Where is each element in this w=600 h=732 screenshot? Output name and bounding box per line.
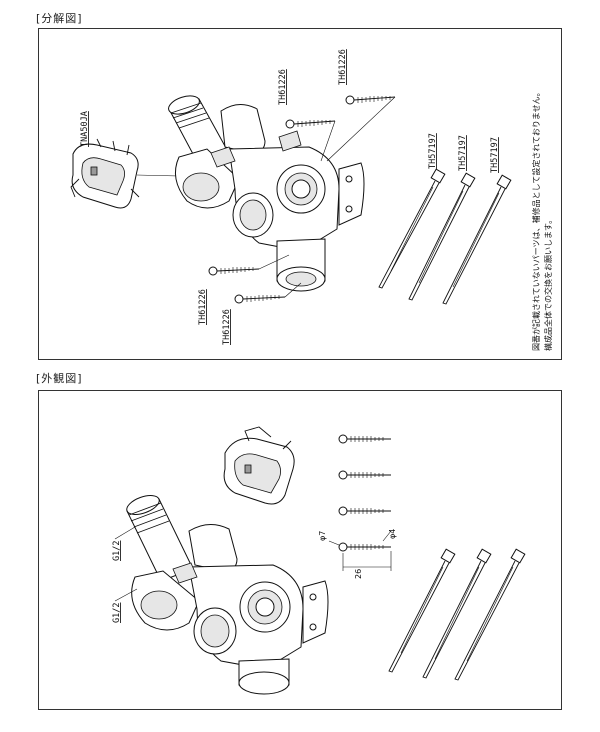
screw-1 [338,434,391,444]
cable-tie-a [388,548,456,673]
thread-top-label: G1/2 [112,541,122,561]
dim-phi4: φ4 [388,529,397,539]
screw-top-b [345,95,396,105]
screw-4 [338,542,391,552]
note-line-2: 構成品全体での交換をお願いします。 [543,216,553,351]
screw-top-a [285,119,336,129]
clip-part [70,138,140,209]
screw-dimensions [328,530,392,571]
valve-body [126,494,329,695]
screw-top-a-label: TH61226 [278,69,288,105]
cable-tie-a [378,168,446,289]
valve-body [168,95,365,292]
screw-bottom-a [208,266,260,276]
screw-top-b-label: TH61226 [338,49,348,85]
exploded-view-drawing: TNA50JA TH61226 TH61226 TH61226 TH61226 … [70,49,553,351]
cable-tie-c [442,174,512,305]
dim-phi7: φ7 [318,531,327,541]
cable-tie-b [422,548,492,679]
screw-3 [338,506,391,516]
clip-part [223,426,295,505]
screw-bottom-a-label: TH61226 [198,289,208,325]
screw-2 [338,470,391,480]
cable-tie-c-label: TH57197 [490,137,500,173]
cable-tie-a-label: TH57197 [428,133,438,169]
cable-tie-b-label: TH57197 [458,135,468,171]
clip-label: TNA50JA [80,111,90,147]
dim-26: 26 [354,569,363,579]
exterior-view-panel: G1/2 G1/2 φ7 [38,390,562,710]
exploded-view-panel: TNA50JA TH61226 TH61226 TH61226 TH61226 … [38,28,562,360]
exterior-view-heading: [外観図] [36,372,83,385]
exterior-view-drawing: G1/2 G1/2 φ7 [112,426,526,695]
screw-bottom-b-label: TH61226 [222,309,232,345]
note-line-1: 図番が記載されていないパーツは、補修品として設定されておりません。 [531,88,541,351]
cable-tie-b [408,172,476,301]
exploded-view-heading: [分解図] [36,12,83,25]
screw-bottom-b [234,294,286,304]
cable-tie-c [454,548,526,681]
thread-bottom-label: G1/2 [112,603,122,623]
